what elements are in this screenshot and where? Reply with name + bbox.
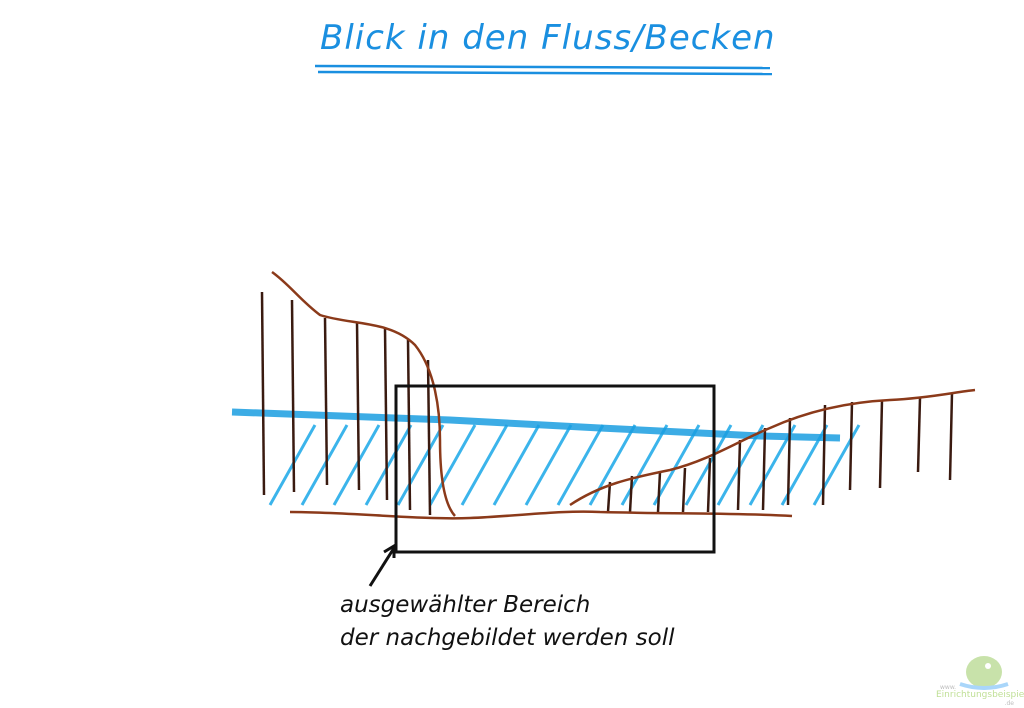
fish-logo-icon <box>959 656 1009 690</box>
water-hatch-stroke <box>524 424 573 506</box>
water-hatch-stroke <box>300 424 349 506</box>
selected-area-frame <box>394 384 716 554</box>
bank-hatch-stroke <box>260 291 266 496</box>
watermark-name: Einrichtungsbeispiele <box>936 690 1024 700</box>
water-hatch-stroke <box>620 424 669 506</box>
title-underline <box>314 64 773 76</box>
page-title: Blick in den Fluss/Becken <box>320 18 776 58</box>
bank-hatch-stroke <box>355 321 361 491</box>
bank-hatch-stroke <box>628 475 634 513</box>
water-hatch-stroke <box>556 424 605 506</box>
watermark-suffix: .de <box>1004 700 1014 707</box>
bank-hatch-stroke <box>878 399 884 489</box>
water-hatch-stroke <box>492 424 541 506</box>
bank-hatch-stroke <box>681 467 687 513</box>
bank-hatch-stroke <box>761 427 767 511</box>
water-hatch-stroke <box>428 424 477 506</box>
water-hatch-stroke <box>364 424 413 506</box>
bank-hatch-stroke <box>290 299 296 493</box>
bank-hatch-stroke <box>948 392 954 481</box>
watermark-prefix: www. <box>940 684 957 691</box>
annotation-line-1: ausgewählter Bereich <box>340 592 591 618</box>
riverbed-line <box>289 510 793 520</box>
water-hatch-stroke <box>396 424 445 506</box>
bank-hatch-stroke <box>821 404 827 506</box>
water-hatch-stroke <box>332 424 381 506</box>
bank-hatch-stroke <box>606 481 612 513</box>
bank-hatch-stroke <box>383 327 389 501</box>
bank-hatch-stroke <box>706 457 712 513</box>
bank-hatch-stroke <box>656 471 662 513</box>
bank-hatching <box>260 291 954 516</box>
arrow-icon <box>368 543 396 587</box>
watermark-logo: www. Einrichtungsbeispiele .de <box>936 654 1024 707</box>
water-hatch-stroke <box>588 424 637 506</box>
bank-hatch-stroke <box>736 439 742 511</box>
right-bank-outline <box>569 388 976 507</box>
bank-hatch-stroke <box>323 317 329 486</box>
bank-hatch-stroke <box>426 359 432 516</box>
water-hatch-stroke <box>460 424 509 506</box>
water-hatch-stroke <box>652 424 701 506</box>
bank-hatch-stroke <box>916 397 922 473</box>
water-surface <box>231 408 841 442</box>
annotation-line-2: der nachgebildet werden soll <box>340 625 675 651</box>
bank-hatch-stroke <box>786 417 792 506</box>
bank-hatch-stroke <box>848 401 854 491</box>
left-bank-outline <box>271 270 456 517</box>
bank-hatch-stroke <box>406 339 412 511</box>
